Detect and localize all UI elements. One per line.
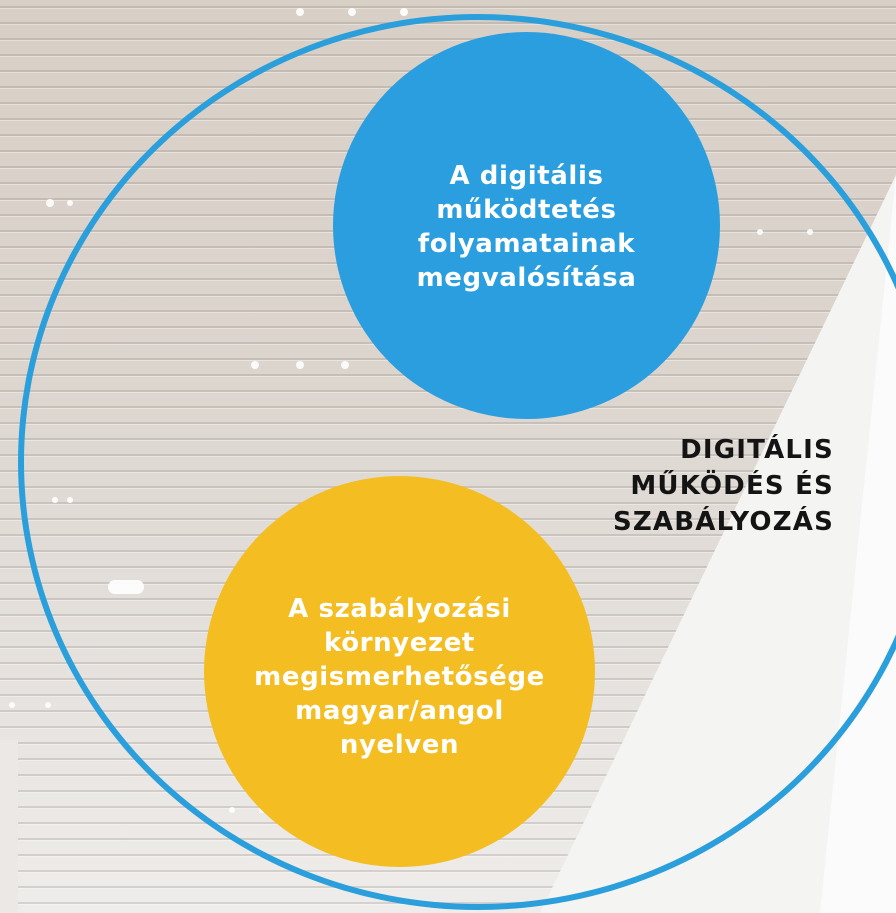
yellow-circle-line: megismerhetősége — [254, 661, 545, 692]
left-column — [0, 740, 18, 913]
blue-circle-line: működtetés — [436, 194, 617, 225]
yellow-circle: A szabályozási környezet megismerhetőség… — [204, 476, 595, 867]
yellow-circle-line: A szabályozási — [288, 593, 511, 624]
blue-circle-line: A digitális — [449, 160, 604, 191]
section-heading: DIGITÁLIS MŰKÖDÉS ÉS SZABÁLYOZÁS — [613, 432, 834, 540]
yellow-circle-line: magyar/angol — [295, 695, 504, 726]
yellow-circle-line: környezet — [324, 627, 475, 658]
yellow-circle-line: nyelven — [339, 729, 460, 760]
heading-line: SZABÁLYOZÁS — [612, 507, 834, 537]
outer-ring — [18, 14, 896, 910]
blue-circle: A digitális működtetés folyamatainak meg… — [333, 32, 720, 419]
blue-circle-line: folyamatainak — [417, 228, 636, 259]
blue-circle-line: megvalósítása — [416, 262, 637, 293]
blue-circle-text: A digitális működtetés folyamatainak meg… — [417, 159, 637, 295]
heading-line: MŰKÖDÉS ÉS — [630, 471, 834, 501]
yellow-circle-text: A szabályozási környezet megismerhetőség… — [254, 592, 545, 762]
heading-line: DIGITÁLIS — [680, 435, 834, 465]
